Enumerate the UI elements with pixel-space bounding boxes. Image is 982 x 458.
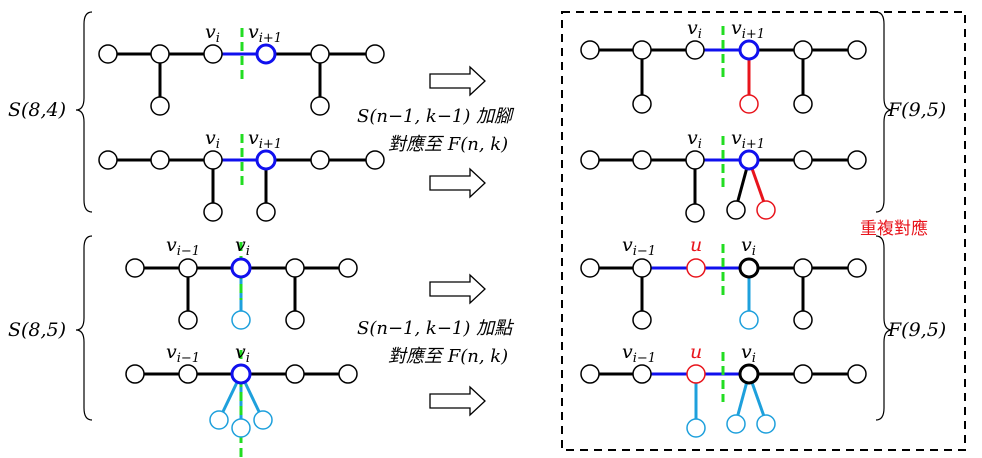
brace-f95-bottom bbox=[875, 235, 893, 421]
tree-s84-a: vi vi+1 bbox=[98, 21, 385, 116]
brace-s85 bbox=[75, 235, 93, 421]
tree-f95-a: vi vi+1 bbox=[580, 17, 867, 114]
label-s85: S(8,5) bbox=[8, 319, 66, 341]
mapping-text-1b: 對應至 F(n, k) bbox=[388, 134, 508, 155]
svg-text:vi: vi bbox=[205, 21, 220, 46]
svg-text:vi−1: vi−1 bbox=[166, 234, 200, 259]
mapping-text-2b: 對應至 F(n, k) bbox=[388, 346, 508, 367]
tree-s85-b: vi−1 vi bbox=[125, 341, 358, 458]
svg-text:vi−1: vi−1 bbox=[622, 341, 656, 366]
mapping-text-1a: S(n−1, k−1) 加腳 bbox=[357, 106, 515, 127]
tree-f95-d: vi−1 u vi bbox=[580, 341, 867, 438]
label-f95-top: F(9,5) bbox=[887, 99, 946, 121]
svg-text:vi: vi bbox=[687, 127, 702, 152]
brace-s84 bbox=[75, 11, 93, 213]
arrow-4 bbox=[429, 385, 486, 417]
tree-f95-b: vi vi+1 bbox=[580, 127, 867, 223]
result-box bbox=[561, 11, 966, 451]
tree-f95-c: vi−1 u vi bbox=[580, 234, 867, 330]
label-f95-bottom: F(9,5) bbox=[887, 319, 946, 341]
node-v-i-plus-1 bbox=[255, 43, 277, 65]
svg-text:vi: vi bbox=[205, 127, 220, 152]
svg-text:vi+1: vi+1 bbox=[248, 127, 282, 152]
brace-f95-top bbox=[875, 11, 893, 213]
tree-s85-a: vi−1 vi bbox=[125, 234, 358, 330]
svg-text:u: u bbox=[690, 341, 702, 363]
svg-text:vi: vi bbox=[235, 341, 250, 366]
svg-text:vi: vi bbox=[687, 17, 702, 42]
node-u bbox=[686, 258, 706, 278]
svg-text:u: u bbox=[690, 234, 702, 256]
tree-s84-b: vi vi+1 bbox=[98, 127, 385, 222]
svg-text:vi−1: vi−1 bbox=[166, 341, 200, 366]
svg-text:vi: vi bbox=[741, 341, 756, 366]
svg-text:vi: vi bbox=[235, 234, 250, 259]
mapping-text-2a: S(n−1, k−1) 加點 bbox=[357, 318, 515, 339]
svg-text:vi: vi bbox=[741, 234, 756, 259]
label-s84: S(8,4) bbox=[8, 99, 66, 121]
svg-text:vi+1: vi+1 bbox=[248, 21, 282, 46]
arrow-3 bbox=[429, 273, 486, 305]
arrow-1 bbox=[429, 65, 486, 97]
svg-text:vi+1: vi+1 bbox=[731, 17, 765, 42]
svg-text:vi+1: vi+1 bbox=[731, 127, 765, 152]
arrow-2 bbox=[429, 167, 486, 199]
svg-text:vi−1: vi−1 bbox=[622, 234, 656, 259]
label-duplicate: 重複對應 bbox=[860, 218, 928, 239]
